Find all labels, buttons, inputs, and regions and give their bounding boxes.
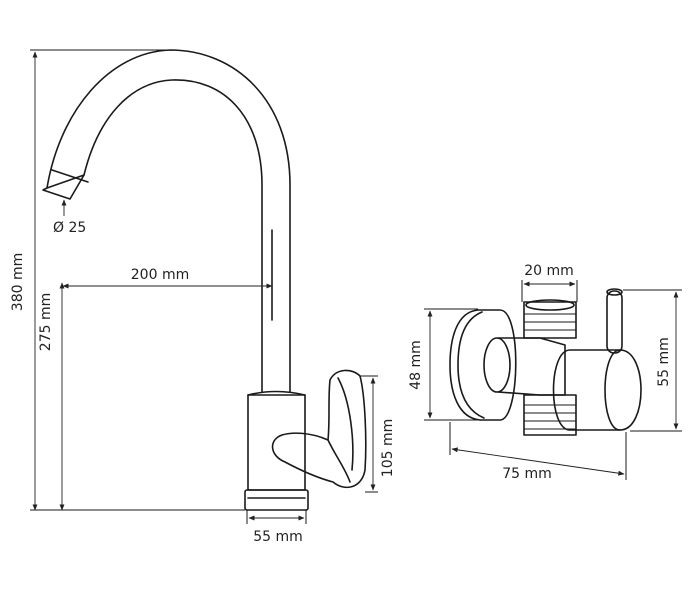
valve-flange xyxy=(449,309,517,421)
label-valve-length: 75 mm xyxy=(502,466,552,482)
label-spout-height: 275 mm xyxy=(38,293,54,351)
valve-flange-rim xyxy=(457,311,485,419)
dim-body-height: 105 mm xyxy=(360,375,396,493)
valve-cylinder xyxy=(552,349,642,431)
label-outlet-diameter: Ø 25 xyxy=(53,220,86,236)
dim-total-height: 380 mm xyxy=(10,49,170,511)
label-valve-flange-height: 48 mm xyxy=(408,340,424,390)
dim-spout-reach: 200 mm xyxy=(62,267,273,289)
valve-top-thread xyxy=(523,299,577,339)
label-valve-body-height: 55 mm xyxy=(656,337,672,387)
label-spout-reach: 200 mm xyxy=(131,267,189,283)
dim-valve-top-inlet: 20 mm xyxy=(521,263,578,302)
label-valve-top-inlet: 20 mm xyxy=(524,263,574,279)
faucet-base xyxy=(244,489,309,511)
spout-outlet-ring xyxy=(51,169,89,183)
valve-cylinder-end xyxy=(604,349,621,431)
lever-handle xyxy=(271,369,367,489)
spout-inner xyxy=(83,79,263,393)
kitchen-faucet xyxy=(42,49,367,511)
label-base-width: 55 mm xyxy=(253,529,303,545)
valve-flange-boss xyxy=(483,337,511,393)
spout-outlet xyxy=(42,174,85,200)
dim-valve-length: 75 mm xyxy=(449,422,627,482)
spout-collar xyxy=(247,390,306,396)
dim-valve-flange-height: 48 mm xyxy=(408,308,478,421)
valve-body-pipe xyxy=(497,337,566,396)
label-body-height: 105 mm xyxy=(380,419,396,477)
lever-handle-detail xyxy=(327,439,351,483)
dim-spout-height: 275 mm xyxy=(38,282,65,511)
dim-outlet-diameter: Ø 25 xyxy=(53,199,86,236)
valve-handle xyxy=(606,288,623,354)
dim-valve-body-height: 55 mm xyxy=(623,289,682,432)
faucet-body xyxy=(247,394,306,491)
spout-outer xyxy=(46,49,291,393)
label-total-height: 380 mm xyxy=(10,253,26,311)
dim-base-width: 55 mm xyxy=(246,510,307,545)
angle-valve xyxy=(449,288,642,436)
valve-bottom-thread xyxy=(523,394,577,436)
lever-handle-detail-2 xyxy=(337,377,354,471)
